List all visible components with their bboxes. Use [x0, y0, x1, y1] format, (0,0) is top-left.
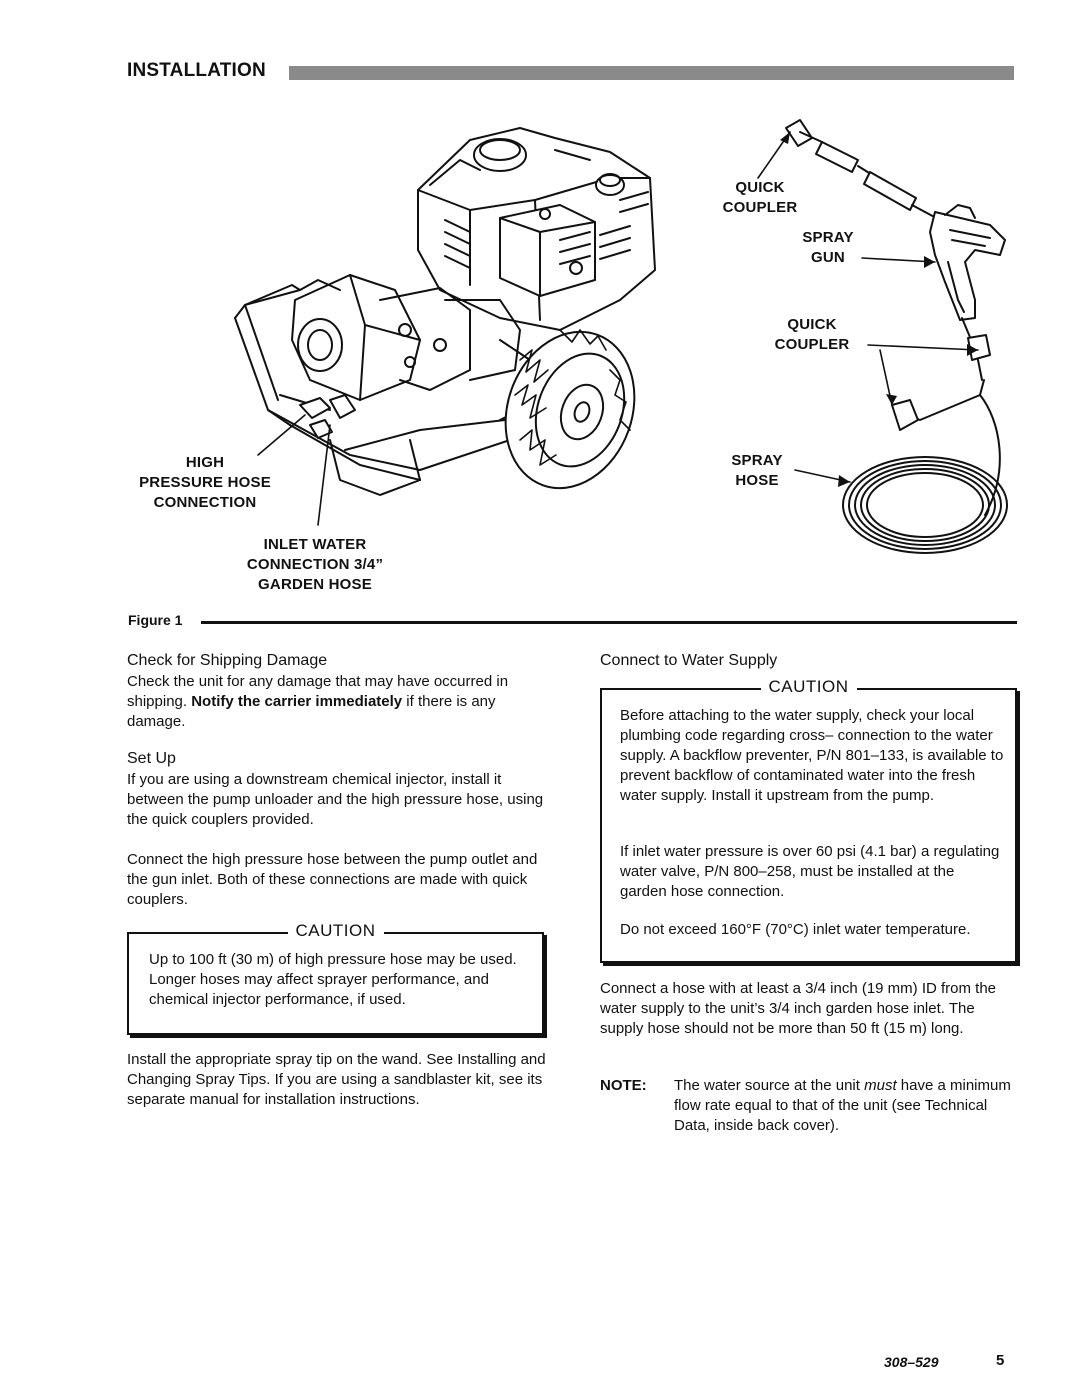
text-run: Check the unit for any damage that may h…: [127, 673, 509, 710]
text-run-bold: Notify the carrier immediately: [191, 693, 403, 710]
setup-paragraph-2: Connect the high pressure hose between t…: [127, 851, 538, 908]
spray-wand: [785, 119, 941, 221]
label-line: COUPLER: [774, 336, 850, 353]
label-spray-hose: SPRAY HOSE: [712, 451, 802, 491]
note-text: The water source at the unit must have a…: [674, 1076, 1022, 1136]
caution-title: CAUTION: [287, 921, 384, 940]
caution-title-wrap: CAUTION: [129, 921, 542, 941]
label-line: CONNECTION 3/4”: [246, 556, 384, 573]
spray-gun: [929, 204, 1006, 381]
pressure-washer-illustration: [234, 119, 1008, 554]
label-spray-gun: SPRAY GUN: [780, 228, 876, 268]
caution-title-wrap: CAUTION: [602, 677, 1015, 697]
connect-water-text: Connect a hose with at least a 3/4 inch …: [600, 980, 997, 1037]
setup-paragraph-1: If you are using a downstream chemical i…: [127, 771, 544, 828]
spray-hose: [842, 379, 1008, 554]
label-line: CONNECTION: [153, 494, 257, 511]
label-line: QUICK: [735, 179, 785, 196]
caution-box-water-supply: CAUTION Before attaching to the water su…: [600, 677, 1017, 963]
label-line: SPRAY: [802, 229, 854, 246]
label-line: QUICK: [787, 316, 837, 333]
text-run: if there is any damage.: [127, 693, 496, 730]
label-inlet-water-connection: INLET WATER CONNECTION 3/4” GARDEN HOSE: [220, 535, 410, 595]
callout-arrowheads: [780, 132, 978, 487]
document-number: 308–529: [884, 1354, 939, 1370]
connect-water-heading: Connect to Water Supply: [600, 652, 778, 669]
label-line: GARDEN HOSE: [258, 576, 372, 593]
note-block: NOTE: The water source at the unit must …: [600, 1076, 1022, 1136]
pump: [291, 274, 541, 421]
label-line: COUPLER: [722, 199, 798, 216]
label-line: INLET WATER: [263, 536, 367, 553]
text-run: have a minimum flow rate equal to that o…: [674, 1077, 1011, 1134]
section-title-bar: [289, 66, 1014, 80]
caution-title: CAUTION: [760, 677, 857, 696]
caution-box-hose-length: CAUTION Up to 100 ft (30 m) of high pres…: [127, 921, 544, 1035]
wheel: [504, 329, 636, 490]
figure-rule: [201, 621, 1017, 624]
left-column: Check for Shipping Damage Check the unit…: [127, 652, 549, 910]
text-run: The water source at the unit: [674, 1077, 865, 1094]
caution-paragraph-3: Do not exceed 160°F (70°C) inlet water t…: [620, 921, 971, 938]
check-shipping-heading: Check for Shipping Damage: [127, 652, 328, 669]
label-quick-coupler-mid: QUICK COUPLER: [760, 315, 864, 355]
page-number: 5: [996, 1352, 1005, 1369]
label-high-pressure-hose-connection: HIGH PRESSURE HOSE CONNECTION: [115, 453, 295, 513]
label-line: PRESSURE HOSE: [139, 474, 271, 491]
label-line: GUN: [811, 249, 845, 266]
note-label: NOTE:: [600, 1077, 647, 1094]
frame: [234, 279, 511, 496]
setup-heading: Set Up: [127, 750, 176, 767]
engine: [417, 127, 656, 331]
figure-label: Figure 1: [128, 612, 183, 628]
pump-fittings: [299, 394, 356, 439]
caution-paragraph-1: Before attaching to the water supply, ch…: [620, 707, 1004, 804]
label-line: SPRAY: [731, 452, 783, 469]
setup-paragraph-3: Install the appropriate spray tip on the…: [127, 1051, 546, 1108]
text-run-italic: must: [864, 1077, 897, 1094]
label-line: HOSE: [735, 472, 779, 489]
label-quick-coupler-top: QUICK COUPLER: [705, 178, 815, 218]
label-line: HIGH: [185, 454, 225, 471]
caution-text: Up to 100 ft (30 m) of high pressure hos…: [149, 951, 517, 1008]
section-title: INSTALLATION: [127, 60, 266, 81]
caution-paragraph-2: If inlet water pressure is over 60 psi (…: [620, 843, 1000, 900]
check-shipping-text: Check the unit for any damage that may h…: [127, 672, 549, 732]
